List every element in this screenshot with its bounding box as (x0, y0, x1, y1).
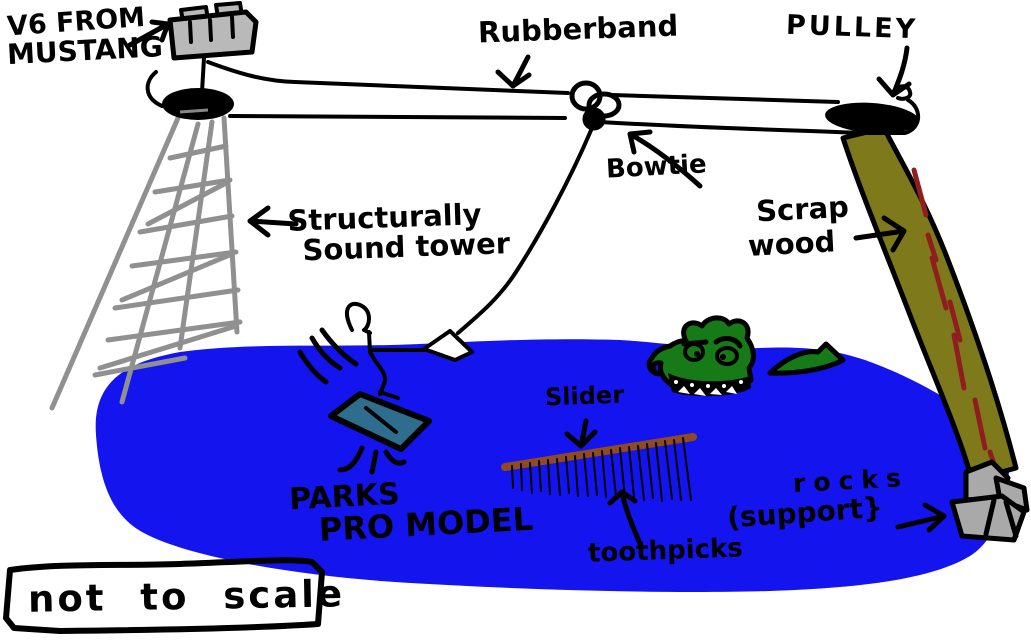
croc-tail (767, 341, 846, 376)
pulley-arrow (876, 45, 912, 98)
tower-arrow (247, 205, 299, 238)
motion-lines (297, 327, 359, 385)
v6-arrow (127, 19, 171, 48)
bowtie-knot-icon (569, 80, 622, 131)
not-to-scale-box (3, 557, 325, 634)
not-to-scale-label: not to scale (27, 572, 346, 621)
scrap-wood-arrow (853, 215, 907, 253)
crocodile-icon (646, 315, 846, 397)
rocks-icon (949, 459, 1030, 543)
croc-teeth (674, 380, 743, 396)
pond (95, 339, 1010, 593)
croc-eye-right (715, 346, 739, 366)
toothpicks-arrow (607, 489, 644, 549)
slider-arrow (564, 418, 598, 449)
toothpicks-icon (511, 437, 692, 502)
slider-icon (501, 433, 697, 502)
parks-pro-model-label: PARKS PRO MODEL (288, 472, 534, 549)
v6-label-line2: MUSTANG (6, 30, 164, 72)
tow-line (345, 126, 594, 400)
scrap-wood-label-line1: Scrap (755, 189, 850, 229)
pulley-label: PULLEY (785, 9, 919, 46)
v6-label: V6 FROM MUSTANG (6, 2, 165, 72)
engine-block-icon (167, 1, 259, 94)
rocks-arrow (895, 502, 947, 533)
tower-label-line2: Sound tower (301, 226, 511, 268)
scrap-wood-label: Scrap wood (747, 189, 851, 263)
boat-rudder-lines (337, 445, 407, 475)
hook-loop (345, 301, 372, 335)
toothpicks-label: toothpicks (587, 533, 744, 569)
model-boat-icon (297, 327, 432, 475)
rubberband-label: Rubberband (477, 8, 679, 50)
right-pulley-icon (825, 102, 919, 134)
rubber-band-lines (206, 60, 921, 135)
arrows (127, 19, 947, 549)
bowtie-label: Bowtie (605, 149, 708, 185)
bowtie-arrow (627, 129, 703, 189)
slider-label: Slider (544, 380, 625, 412)
wake-splash (422, 329, 474, 362)
rubberband-arrow (495, 54, 532, 89)
left-pulley-icon (145, 70, 234, 120)
scrap-wood-label-line2: wood (747, 224, 837, 264)
tower-label: Structurally Sound tower (287, 197, 511, 268)
lattice-tower-icon (49, 115, 243, 411)
